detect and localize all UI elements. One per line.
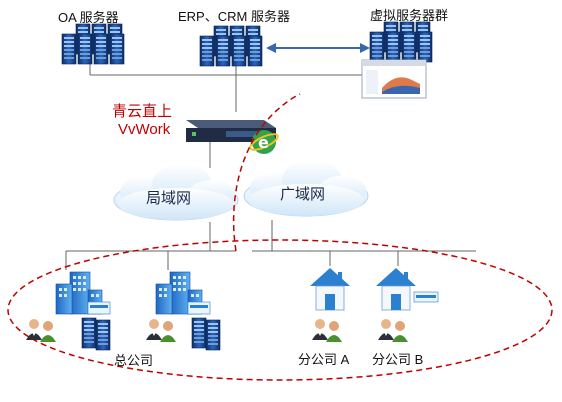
virtual-server-label: 虚拟服务器群 <box>370 8 449 23</box>
gateway-label-line2: VvWork <box>118 121 171 138</box>
users-icon <box>146 319 176 342</box>
virtual-server-cluster <box>370 22 432 62</box>
erp-crm-server-cluster <box>200 26 262 66</box>
ie-logo-icon: e <box>249 130 279 154</box>
branch-b-house-icon <box>375 267 417 311</box>
branch-a-label: 分公司 A <box>298 352 350 367</box>
hq-server-icon <box>81 317 111 351</box>
users-icon <box>26 319 56 342</box>
oa-server-label: OA 服务器 <box>58 10 119 25</box>
users-icon <box>378 319 408 342</box>
erp-crm-server-label: ERP、CRM 服务器 <box>178 9 290 24</box>
enterprise-dashed-boundary <box>7 239 553 381</box>
secure-zone-dashed-arc <box>232 93 301 252</box>
chart-screen-icon <box>361 59 427 99</box>
hq-label: 总公司 <box>114 353 154 368</box>
hq-server-icon <box>191 317 221 351</box>
oa-server-cluster <box>62 24 124 64</box>
wan-label: 广域网 <box>280 186 326 203</box>
bidirectional-arrow-icon <box>266 43 370 53</box>
branch-a-house-icon <box>309 267 351 311</box>
svg-text:e: e <box>258 133 269 152</box>
hq-building-icon <box>55 271 111 315</box>
lan-label: 局域网 <box>146 190 192 207</box>
users-icon <box>312 319 342 342</box>
hq-building-icon <box>155 271 211 315</box>
branch-b-label: 分公司 B <box>372 352 424 367</box>
gateway-label-line1: 青云直上 <box>112 103 173 120</box>
